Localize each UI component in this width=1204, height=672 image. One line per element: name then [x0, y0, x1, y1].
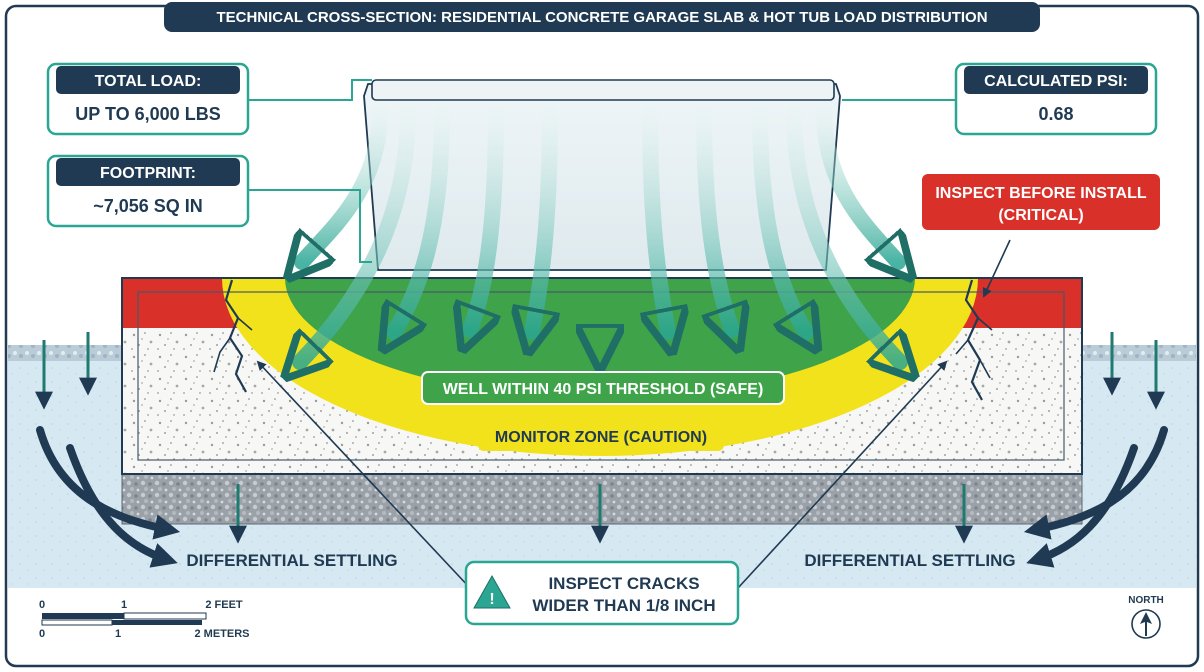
scale-bar: 0 1 2 FEET 0 1 2 METERS [39, 599, 250, 640]
scale-meter-tick-2: 2 METERS [194, 628, 249, 640]
svg-text:!: ! [489, 591, 494, 608]
footprint-box: FOOTPRINT: ~7,056 SQ IN [46, 154, 250, 228]
settling-label-left: DIFFERENTIAL SETTLING [186, 551, 397, 570]
footprint-label: FOOTPRINT: [100, 165, 196, 182]
safe-zone-label: WELL WITHIN 40 PSI THRESHOLD (SAFE) [443, 381, 764, 398]
gravel-base [121, 473, 1083, 525]
load-arrow [470, 102, 504, 330]
total-load-box: TOTAL LOAD: UP TO 6,000 LBS [46, 62, 250, 136]
north-compass: NORTH [1128, 595, 1164, 639]
total-load-value: UP TO 6,000 LBS [75, 104, 220, 124]
safe-zone-label-box: WELL WITHIN 40 PSI THRESHOLD (SAFE) [421, 371, 785, 405]
psi-value: 0.68 [1038, 104, 1073, 124]
crack-pointer-left [256, 360, 471, 589]
critical-pointer [982, 239, 1011, 298]
load-arrow [394, 102, 450, 332]
settling-label-right: DIFFERENTIAL SETTLING [804, 551, 1015, 570]
connector-lines [248, 79, 956, 263]
monitor-zone-label: MONITOR ZONE (CAUTION) [495, 429, 707, 446]
settling-arrow-left [66, 444, 178, 568]
monitor-zone-label-box: MONITOR ZONE (CAUTION) [478, 421, 724, 451]
scale-feet-tick-0: 0 [39, 599, 45, 611]
inspect-cracks-line2: WIDER THAN 1/8 INCH [532, 596, 715, 615]
load-arrow [300, 102, 416, 362]
load-arrows [300, 102, 900, 362]
settling-arrows [36, 426, 1168, 568]
load-arrow [650, 102, 668, 332]
load-arrow [786, 102, 900, 362]
load-arrow [752, 102, 806, 332]
soil-surface-right [1078, 345, 1196, 361]
load-arrow [696, 102, 732, 330]
inspect-install-callout: INSPECT BEFORE INSTALL (CRITICAL) [922, 174, 1160, 230]
load-arrow [532, 102, 550, 332]
inspect-cracks-callout: ! INSPECT CRACKS WIDER THAN 1/8 INCH [464, 560, 740, 626]
load-arrow [302, 102, 388, 262]
inspect-install-line2: (CRITICAL) [998, 207, 1083, 224]
calculated-psi-box: CALCULATED PSI: 0.68 [954, 62, 1158, 136]
total-load-label: TOTAL LOAD: [95, 73, 202, 90]
scale-meter-tick-0: 0 [39, 628, 45, 640]
settling-arrow-right [1026, 444, 1138, 568]
compass-label: NORTH [1128, 595, 1164, 606]
page-title: TECHNICAL CROSS-SECTION: RESIDENTIAL CON… [216, 9, 987, 26]
scale-meter-tick-1: 1 [115, 628, 121, 640]
warning-icon [473, 574, 511, 609]
title-banner: TECHNICAL CROSS-SECTION: RESIDENTIAL CON… [164, 2, 1040, 32]
crack-pointer-lines [256, 239, 1011, 589]
scale-feet-tick-2: 2 FEET [205, 599, 243, 611]
scale-feet-tick-1: 1 [121, 599, 127, 611]
north-arrow-icon [1140, 612, 1152, 636]
inspect-cracks-line1: INSPECT CRACKS [548, 574, 699, 593]
soil-surface-left [8, 345, 128, 361]
footprint-value: ~7,056 SQ IN [93, 196, 203, 216]
load-arrow [816, 102, 898, 262]
crack-pointer-right [737, 360, 948, 589]
psi-label: CALCULATED PSI: [984, 73, 1128, 90]
soil-arrows [35, 332, 1165, 544]
inspect-install-line1: INSPECT BEFORE INSTALL [935, 185, 1146, 202]
